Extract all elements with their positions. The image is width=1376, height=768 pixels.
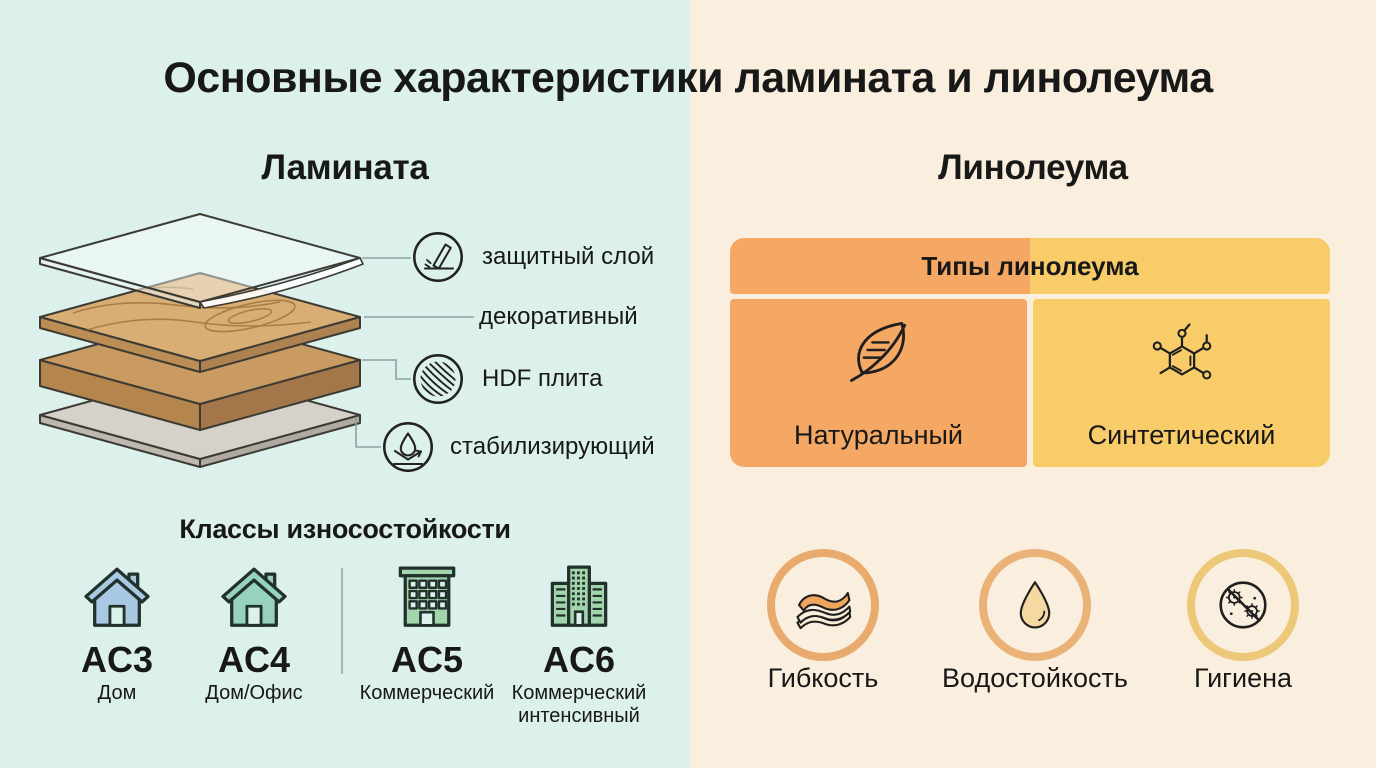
natural-label: Натуральный <box>793 420 964 450</box>
leaf-icon <box>849 321 906 382</box>
header-orange-half <box>730 238 1030 294</box>
hdf-layer-label: HDF плита <box>482 365 603 392</box>
decorative-layer-label: декоративный <box>479 303 638 330</box>
office-building-icon <box>398 566 456 627</box>
laminate-heading: Ламината <box>261 148 429 187</box>
no-bacteria-icon <box>1219 581 1267 629</box>
types-table-header: Типы линолеума <box>730 238 1330 294</box>
house-icon <box>221 567 287 627</box>
types-table-title: Типы линолеума <box>921 250 1139 281</box>
water-resistance-badge <box>979 549 1091 661</box>
wear-class-ac5: AC5 Коммерческий <box>352 560 502 705</box>
linoleum-heading: Линолеума <box>938 148 1128 187</box>
header-yellow-half <box>1030 238 1330 294</box>
wear-classes-divider <box>341 568 343 674</box>
flexible-sheet-icon <box>796 591 852 630</box>
flexibility-label: Гибкость <box>767 663 879 693</box>
wear-class-code: AC4 <box>217 639 291 680</box>
wear-class-scope: Коммерческий <box>359 682 495 704</box>
wear-class-ac4: AC4 Дом/Офис <box>186 560 322 705</box>
wood-grain-texture <box>72 286 312 333</box>
synthetic-linoleum-cell: Синтетический <box>1033 299 1330 467</box>
water-drop-icon <box>1019 581 1051 629</box>
wear-class-code: AC5 <box>390 639 464 680</box>
molecule-icon <box>1152 323 1211 380</box>
water-bounce-icon <box>382 421 434 473</box>
wear-class-ac3: AC3 Дом <box>55 560 179 705</box>
hygiene-label: Гигиена <box>1193 663 1293 693</box>
page-title: Основные характеристики ламината и линол… <box>163 54 1213 102</box>
water-resistance-label: Водостойкость <box>942 663 1128 693</box>
wear-class-scope: Дом/Офис <box>205 682 303 704</box>
wear-classes-heading: Классы износостойкости <box>179 514 511 544</box>
stabilizing-layer-label: стабилизирующий <box>450 433 655 460</box>
protective-transparent-layer <box>39 213 364 309</box>
fiber-ball-icon <box>412 353 464 405</box>
wear-class-code: AC6 <box>542 639 616 680</box>
wear-class-ac6: AC6 Коммерческий интенсивный <box>499 560 659 728</box>
natural-linoleum-cell: Натуральный <box>730 299 1027 467</box>
wear-class-scope: Коммерческий интенсивный <box>511 682 647 727</box>
laminate-layers-diagram <box>39 213 364 468</box>
linoleum-types-table: Типы линолеума Натуральный <box>730 238 1330 467</box>
hygiene-badge <box>1187 549 1299 661</box>
house-icon <box>84 567 150 627</box>
wear-class-code: AC3 <box>80 639 154 680</box>
wear-class-scope: Дом <box>97 682 137 704</box>
pencil-icon <box>412 231 464 283</box>
protective-layer-label: защитный слой <box>482 243 655 270</box>
synthetic-label: Синтетический <box>1087 420 1276 450</box>
towers-icon <box>550 565 608 627</box>
flexibility-badge <box>767 549 879 661</box>
